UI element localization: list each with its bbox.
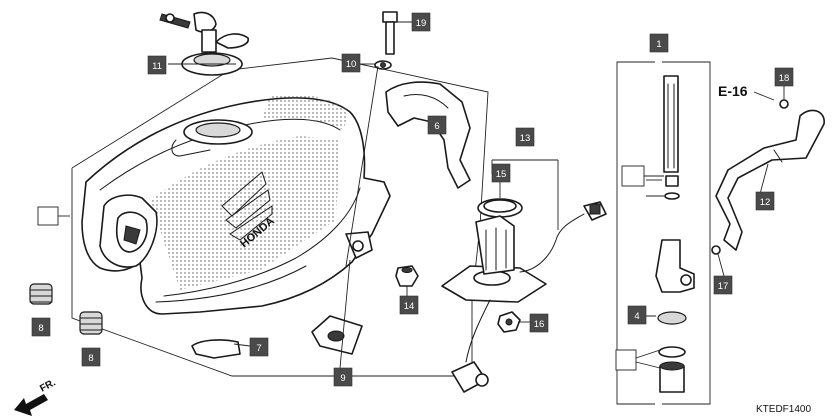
petcock-group-bracket-right [662,61,711,405]
svg-text:15: 15 [496,169,507,180]
fuel-tank: HONDA [81,94,391,315]
svg-text:17: 17 [718,281,729,292]
fuel-pump-assembly [441,159,607,393]
callout-16[interactable]: 16 [529,313,549,333]
heat-protector [385,81,471,189]
svg-text:1: 1 [656,39,661,50]
svg-text:14: 14 [404,301,415,312]
empty-reference-box [615,349,637,371]
empty-reference-box [37,206,59,226]
callout-7[interactable]: 7 [249,337,269,357]
callout-10[interactable]: 10 [341,53,361,73]
front-arrow-icon [14,394,48,416]
grommet [395,265,419,287]
svg-text:6: 6 [434,121,439,132]
svg-text:8: 8 [38,323,43,334]
callout-17[interactable]: 17 [713,275,733,295]
svg-text:8: 8 [88,353,93,364]
fuel-cap-with-key [159,11,250,76]
cushion-b [79,311,103,335]
nut [497,311,521,333]
svg-text:18: 18 [779,73,790,84]
callout-8-a[interactable]: 8 [31,317,51,337]
callout-6[interactable]: 6 [427,115,447,135]
mounting-rubber [311,315,363,355]
fuel-tube [711,99,825,255]
front-direction-label: FR. [38,377,58,394]
callout-4[interactable]: 4 [627,305,647,325]
callout-8-b[interactable]: 8 [81,347,101,367]
cushion-a [29,283,53,305]
callout-12[interactable]: 12 [755,191,775,211]
callout-13[interactable]: 13 [515,127,535,147]
front-direction-arrow: FR. [14,377,58,416]
svg-text:9: 9 [340,373,345,384]
svg-text:4: 4 [634,311,639,322]
callout-11[interactable]: 11 [147,55,167,75]
callout-15[interactable]: 15 [491,163,511,183]
fuel-valve-assembly [655,75,695,393]
tank-group-outline [71,57,489,377]
petcock-group-bracket [616,61,655,405]
svg-text:10: 10 [346,59,357,70]
svg-text:11: 11 [152,61,162,72]
callout-19[interactable]: 19 [411,12,431,32]
svg-text:13: 13 [520,133,531,144]
svg-text:7: 7 [256,343,261,354]
callout-1[interactable]: 1 [649,33,669,53]
rubber-strip [191,339,241,359]
callout-14[interactable]: 14 [399,295,419,315]
callout-18[interactable]: 18 [774,67,794,87]
svg-text:19: 19 [416,18,427,29]
callout-9[interactable]: 9 [333,367,353,387]
bolt [374,11,398,70]
empty-reference-box [621,165,645,187]
svg-text:16: 16 [534,319,545,330]
diagram-code: KTEDF1400 [756,404,811,415]
svg-text:12: 12 [760,197,771,208]
reference-label[interactable]: E-16 [718,83,748,99]
